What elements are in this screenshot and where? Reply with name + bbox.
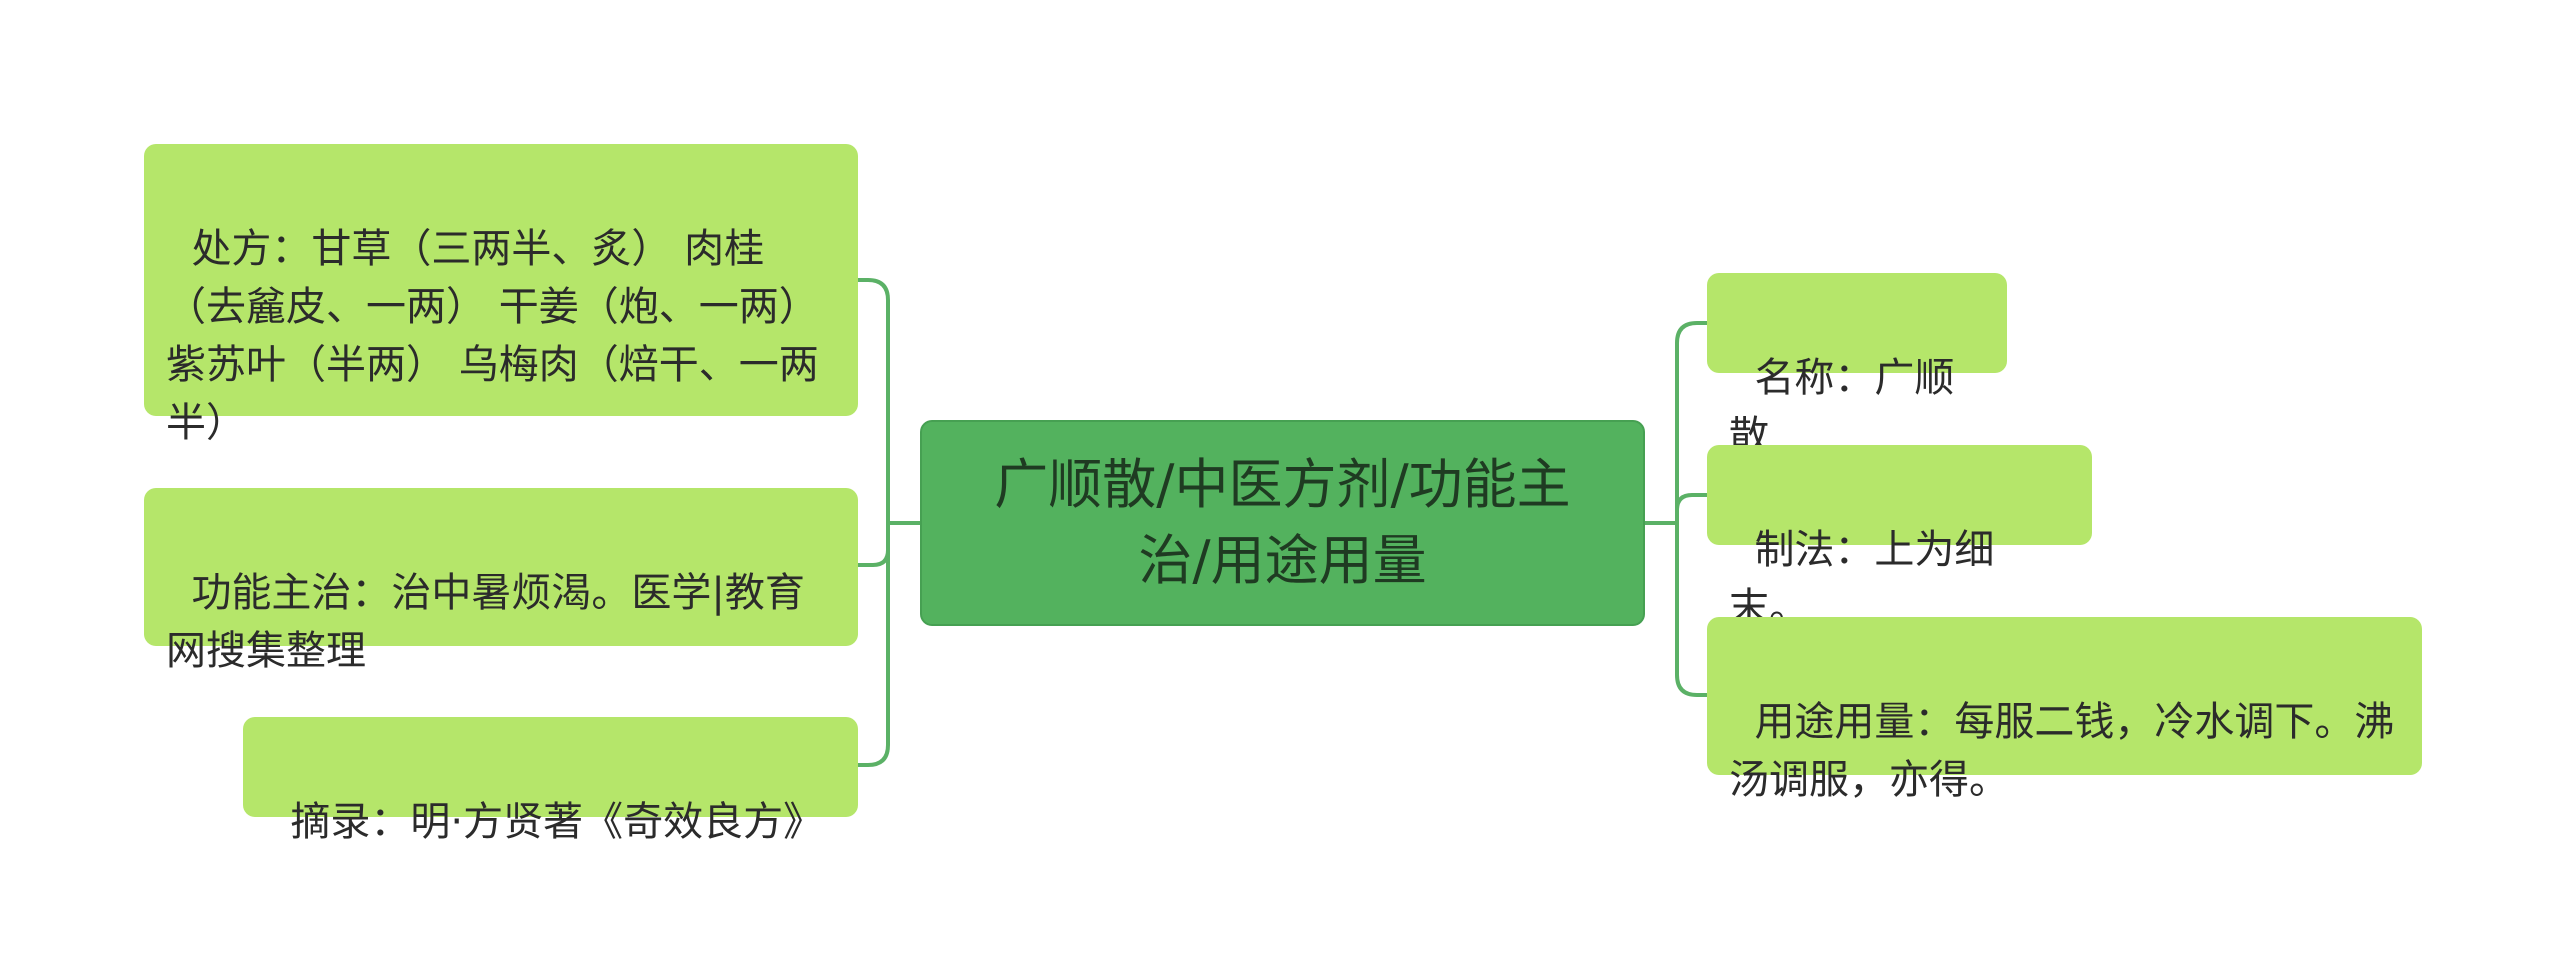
branch-node-name-text: 名称：广顺散 — [1729, 355, 1955, 459]
branch-node-prescription[interactable]: 处方：甘草（三两半、炙） 肉桂（去麄皮、一两） 干姜（炮、一两） 紫苏叶（半两）… — [144, 144, 858, 446]
branch-node-prescription-text: 处方：甘草（三两半、炙） 肉桂（去麄皮、一两） 干姜（炮、一两） 紫苏叶（半两）… — [166, 226, 832, 446]
connector-left-node-1 — [858, 278, 890, 523]
center-topic-label: 广顺散/中医方剂/功能主治/用途用量 — [994, 453, 1571, 592]
branch-node-usage-dosage[interactable]: 用途用量：每服二钱，冷水调下。沸汤调服，亦得。 — [1707, 617, 2422, 803]
connector-left-node-3 — [858, 523, 890, 767]
connector-right-node-2 — [1675, 493, 1707, 523]
connector-right-node-1 — [1675, 321, 1707, 523]
center-topic-node[interactable]: 广顺散/中医方剂/功能主治/用途用量 — [920, 420, 1645, 626]
branch-node-source-text: 摘录：明·方贤著《奇效良方》 — [290, 799, 824, 845]
branch-node-name[interactable]: 名称：广顺散 — [1707, 273, 2007, 459]
branch-node-preparation[interactable]: 制法：上为细末。 — [1707, 445, 2092, 631]
branch-node-source[interactable]: 摘录：明·方贤著《奇效良方》 — [243, 717, 858, 845]
connector-right-node-3 — [1675, 523, 1707, 697]
connector-left-node-2 — [858, 523, 890, 567]
branch-node-indications-text: 功能主治：治中暑烦渴。医学|教育网搜集整理 — [166, 570, 805, 674]
branch-node-indications[interactable]: 功能主治：治中暑烦渴。医学|教育网搜集整理 — [144, 488, 858, 674]
branch-node-usage-dosage-text: 用途用量：每服二钱，冷水调下。沸汤调服，亦得。 — [1729, 699, 2395, 803]
